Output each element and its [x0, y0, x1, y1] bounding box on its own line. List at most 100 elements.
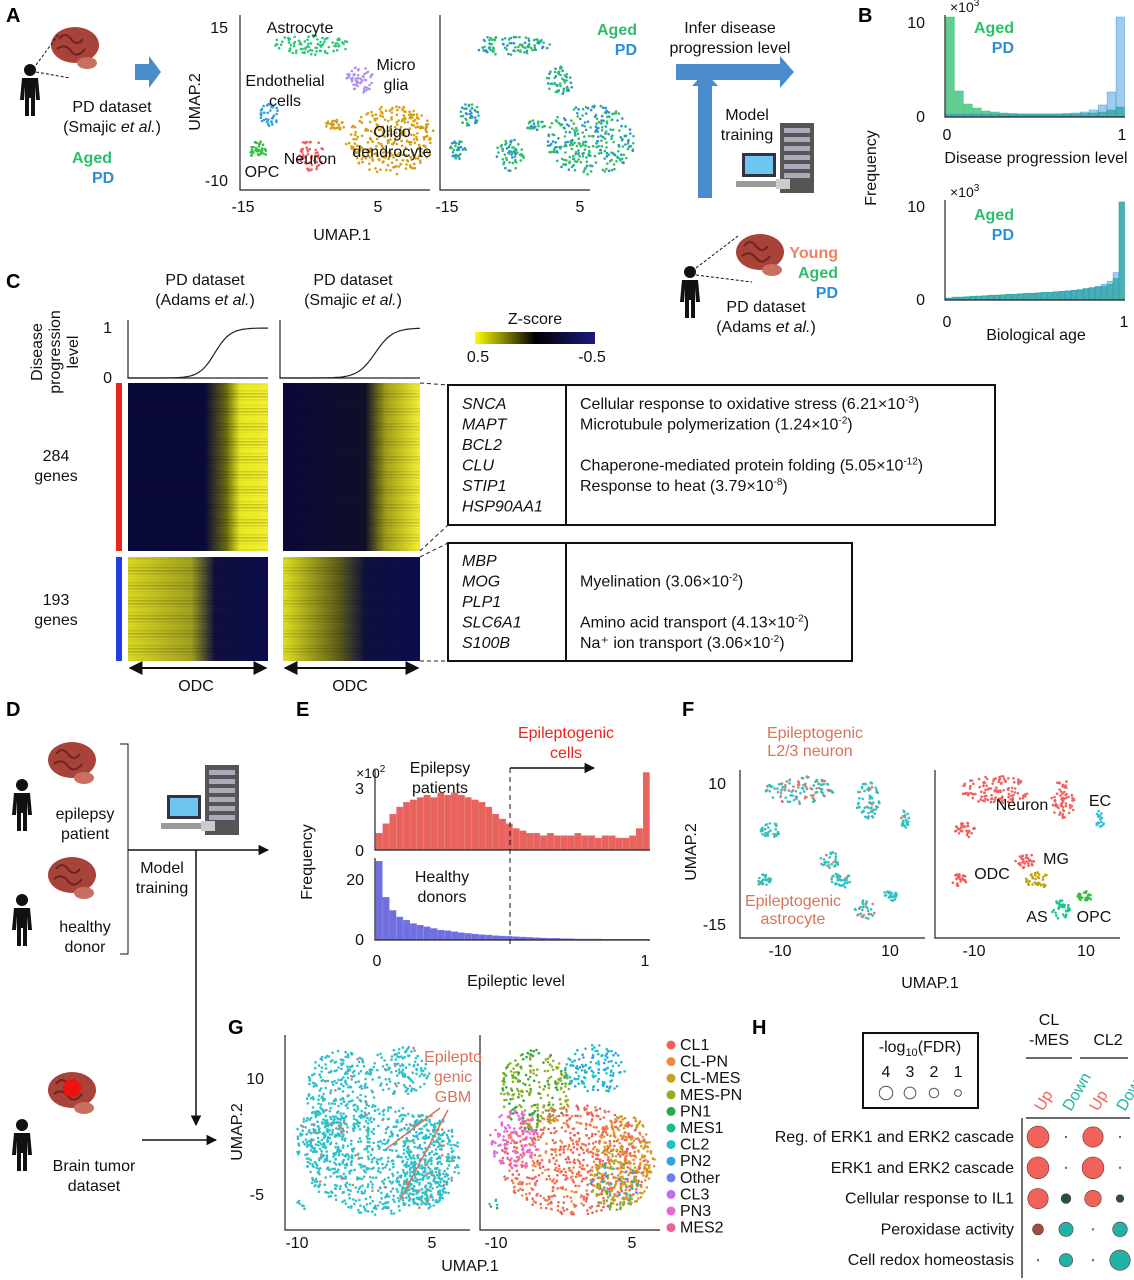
umap-point [477, 48, 481, 52]
umap-point [425, 125, 429, 129]
umap-point [1021, 854, 1025, 857]
umap-point [542, 1104, 546, 1107]
axis [944, 200, 1125, 301]
umap-point [542, 41, 545, 44]
umap-point [502, 1071, 505, 1075]
umap-point [534, 1175, 537, 1179]
umap-point [763, 827, 767, 831]
umap-point [1057, 781, 1061, 784]
bar-healthy [423, 926, 431, 941]
umap-point [423, 1171, 427, 1174]
umap-point [416, 1063, 420, 1066]
umap-point [412, 1115, 415, 1118]
umap-point [440, 1133, 444, 1137]
umap-point [314, 53, 317, 56]
umap-point [348, 73, 351, 76]
healthy-donors-label: Healthy [415, 869, 469, 886]
umap-point [428, 152, 432, 156]
umap-point [531, 48, 534, 52]
umap-point [404, 134, 408, 138]
umap-point [572, 157, 576, 161]
umap-point [627, 1135, 631, 1139]
heatmap-row [283, 567, 420, 569]
umap-point [381, 1088, 385, 1092]
umap-point [339, 1058, 343, 1061]
heatmap-row [128, 534, 268, 536]
umap-point [426, 1189, 429, 1192]
umap-point [300, 1133, 304, 1136]
umap-point [395, 108, 399, 112]
umap-point [446, 1142, 450, 1146]
umap-point [889, 894, 892, 897]
umap-aged-pd [448, 35, 635, 176]
umap-point [623, 134, 627, 138]
umap-point [398, 151, 401, 155]
umap-point [430, 1162, 433, 1166]
bar-pd [1106, 91, 1116, 118]
umap-point [848, 880, 851, 884]
umap-point [309, 1116, 313, 1120]
umap-point [574, 1175, 578, 1179]
umap-point [994, 777, 998, 780]
umap-point [304, 1138, 308, 1141]
umap-point [457, 1171, 461, 1175]
heatmap-row [283, 507, 420, 509]
umap-point [578, 1066, 582, 1069]
umap-point [560, 123, 564, 126]
bar-epilepsy [437, 792, 445, 851]
umap-point [501, 149, 505, 153]
umap-point [560, 1073, 564, 1077]
umap-point [333, 1069, 337, 1073]
umap-point [423, 1067, 427, 1070]
umap-point [609, 1070, 613, 1074]
umap-point [827, 789, 831, 793]
umap-point [419, 1085, 422, 1089]
umap-point [448, 1140, 451, 1143]
umap-point [371, 159, 375, 162]
umap-point [515, 1146, 519, 1150]
umap-point [395, 136, 398, 139]
umap-point [971, 796, 975, 800]
heatmap-row [283, 564, 420, 566]
bar-epilepsy [492, 814, 500, 851]
umap-point [594, 125, 598, 129]
umap-point [347, 75, 351, 78]
umap-point [364, 1095, 367, 1098]
umap-point [565, 159, 568, 162]
umap-point [522, 156, 525, 159]
umap-point [414, 126, 418, 129]
umap-point [580, 1180, 584, 1183]
umap-point [330, 1080, 334, 1084]
umap-point [408, 1149, 411, 1152]
umap-point [858, 796, 861, 800]
umap-point [437, 1176, 441, 1179]
umap-point [1041, 875, 1045, 879]
umap-point [494, 52, 497, 56]
umap-point [401, 1063, 404, 1066]
umap-point [561, 92, 565, 95]
umap-point [395, 1149, 398, 1153]
umap-point [956, 876, 959, 879]
umap-point [545, 76, 549, 80]
umap-point [408, 127, 412, 130]
umap-point [409, 1124, 413, 1127]
heatmap-row [283, 621, 420, 623]
umap-point [363, 1165, 367, 1168]
umap-point [364, 85, 367, 89]
umap-point [572, 154, 575, 158]
umap-point [392, 1194, 396, 1198]
umap-point [520, 1094, 524, 1098]
umap-point [370, 81, 374, 85]
umap-point [602, 1205, 605, 1209]
heatmap-row [283, 588, 420, 590]
heatmap-row [128, 396, 268, 398]
umap-point [509, 1162, 512, 1165]
umap-point [339, 1112, 342, 1115]
umap-point [363, 1189, 367, 1193]
umap-point [337, 1104, 340, 1108]
umap-point [509, 1098, 512, 1101]
umap-point [311, 1106, 315, 1109]
umap-point [513, 155, 517, 158]
umap-point [313, 1184, 317, 1188]
umap-point [635, 1188, 638, 1191]
